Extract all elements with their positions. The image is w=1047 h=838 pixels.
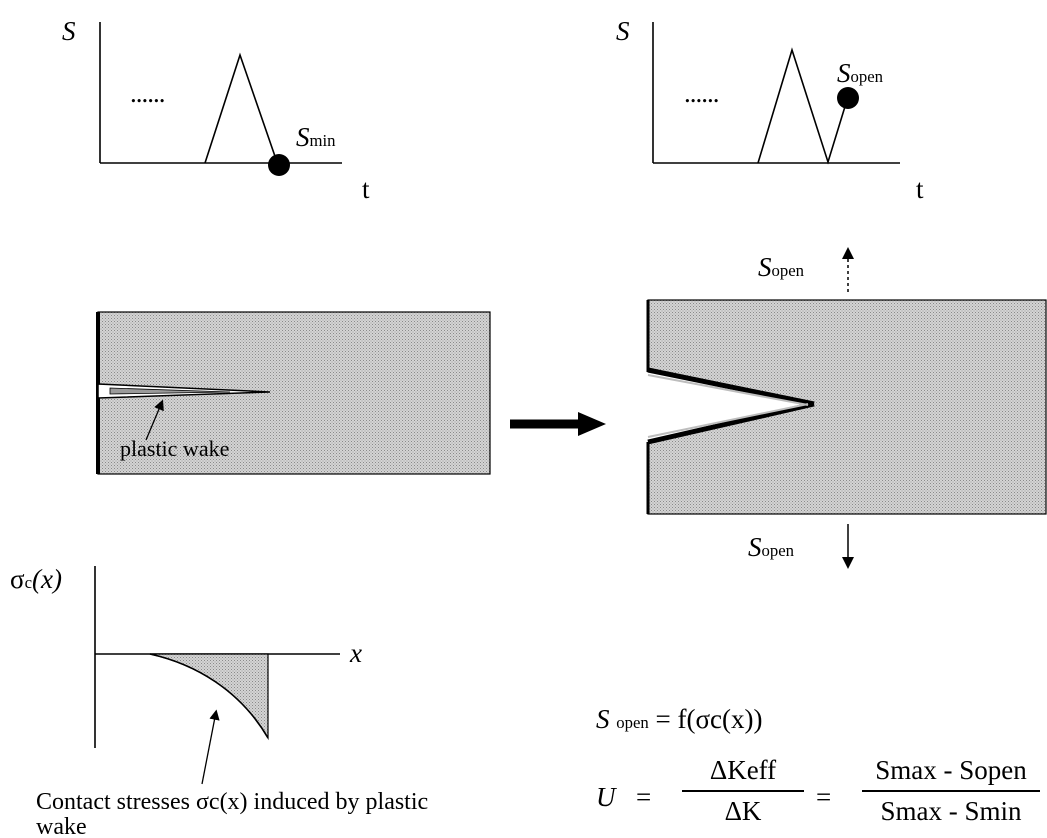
crack-notch-cut xyxy=(644,372,650,442)
s-min-label: Smin xyxy=(296,122,336,152)
top-force-label: Sopen xyxy=(758,252,805,282)
caption-pointer xyxy=(201,709,220,785)
fraction-bar xyxy=(862,790,1040,792)
fraction-denominator: ΔK xyxy=(724,796,762,826)
stress-y-label: σc(x) xyxy=(10,564,62,594)
bottom-force-label: Sopen xyxy=(748,532,795,562)
equation-equals-2: = xyxy=(816,782,832,812)
plastic-wake-label: plastic wake xyxy=(120,436,230,461)
caption-line-2: wake xyxy=(36,814,87,838)
wake-pointer xyxy=(145,399,164,441)
equation-s-open: S open = f(σc(x)) xyxy=(596,704,763,734)
stress-curve xyxy=(149,653,269,739)
load-graph-min xyxy=(99,22,342,176)
cracked-plate-open xyxy=(644,247,1047,569)
fraction-numerator: ΔKeff xyxy=(709,755,777,785)
s-min-point xyxy=(268,154,290,176)
x-axis-label: t xyxy=(916,174,924,204)
fraction-delta-k: ΔKeff ΔK xyxy=(682,757,804,825)
x-axis-label: t xyxy=(362,174,370,204)
s-open-label: Sopen xyxy=(837,58,884,88)
crack-wake-inner xyxy=(109,387,231,395)
ellipsis-dots: ...... xyxy=(130,78,165,108)
fraction-denominator: Smax - Smin xyxy=(880,796,1022,826)
ellipsis-dots: ...... xyxy=(684,78,719,108)
stress-x-label: x xyxy=(350,638,362,668)
crack-upper-flank xyxy=(647,367,815,407)
crack-lower-flank-wake xyxy=(647,403,809,438)
equation-u-lhs: U xyxy=(596,782,616,812)
contact-stress-plot xyxy=(94,566,340,785)
crack-lower-flank xyxy=(647,401,815,445)
load-graph-open xyxy=(652,22,900,165)
s-open-point xyxy=(837,87,859,109)
y-axis-label: S xyxy=(616,16,630,46)
open-crack xyxy=(648,372,814,442)
load-peak-and-reload xyxy=(757,47,848,165)
equation-equals-1: = xyxy=(636,782,652,812)
fraction-numerator: Smax - Sopen xyxy=(875,755,1027,785)
crack-upper-flank-wake xyxy=(647,374,809,406)
load-peak xyxy=(204,52,279,166)
fraction-bar xyxy=(682,790,804,792)
cracked-plate-closed xyxy=(96,311,491,475)
y-axis-label: S xyxy=(62,16,76,46)
fraction-stress-ratio: Smax - Sopen Smax - Smin xyxy=(862,757,1040,825)
caption-line-1: Contact stresses σc(x) induced by plasti… xyxy=(36,789,429,815)
transition-arrow xyxy=(510,412,606,436)
stress-area xyxy=(149,653,269,741)
